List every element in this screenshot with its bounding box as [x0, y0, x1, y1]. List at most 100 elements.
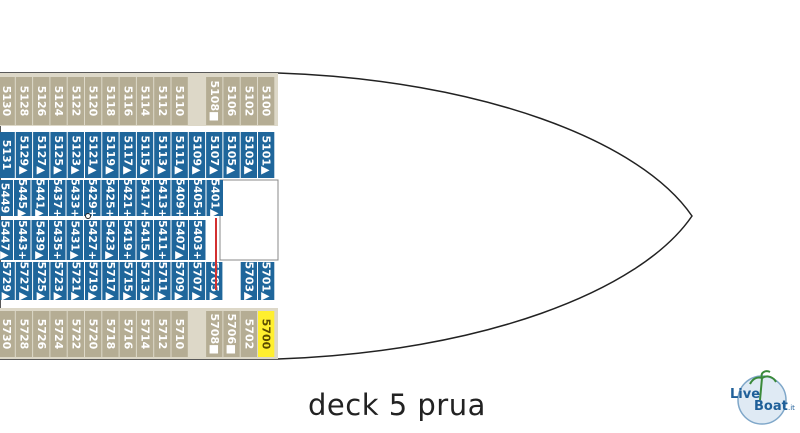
cabin-label: 5447▲ — [0, 220, 11, 260]
cabin-label: 5405+ — [191, 178, 204, 218]
cabin-5124 — [50, 77, 67, 125]
cabin-5405 — [189, 180, 206, 216]
cabin-label: 5415▲ — [138, 220, 151, 260]
cabin-label: 5121▲ — [87, 135, 100, 175]
cabin-5118 — [102, 77, 119, 125]
cabin-label: 5107▲ — [208, 135, 221, 175]
cabin-label: 5116 — [121, 86, 134, 117]
cabin-5445 — [14, 180, 31, 216]
cabin-label: 5421+ — [121, 178, 134, 218]
cabin-label: 5128 — [17, 86, 30, 117]
cabin-5715 — [119, 262, 136, 300]
cabin-5447 — [0, 220, 13, 260]
cabin-5724 — [50, 311, 67, 357]
cabin-5112 — [154, 77, 171, 125]
cabin-label: 5443+ — [16, 220, 29, 260]
cabin-label: 5703▲ — [242, 261, 255, 301]
cabin-5128 — [15, 77, 33, 125]
cabin-label: 5725▲ — [35, 261, 48, 301]
cabin-5119 — [102, 132, 119, 178]
cabin-label: 5105▲ — [225, 135, 238, 175]
cabin-5721 — [67, 262, 84, 300]
corridor-marker — [85, 213, 91, 219]
cabin-label: 5724 — [52, 319, 65, 350]
cabin-5123 — [67, 132, 84, 178]
cabin-5129 — [15, 132, 33, 178]
logo-suffix: .it — [788, 404, 795, 412]
cabin-5437 — [49, 180, 66, 216]
cabin-label: 5113▲ — [156, 135, 169, 175]
cabin-label: 5715▲ — [121, 261, 134, 301]
cabin-label: 5124 — [52, 86, 65, 117]
cabin-label: 5108■ — [208, 80, 221, 121]
cabin-5701 — [258, 262, 275, 300]
cabin-label: 5100 — [260, 86, 273, 117]
cabin-5728 — [15, 311, 33, 357]
cabin-5407 — [171, 220, 188, 260]
cabin-label: 5706■ — [225, 313, 238, 354]
cabin-label: 5429+ — [86, 178, 99, 218]
logo-word-2: Boat — [754, 399, 788, 414]
cabin-label: 5423▲ — [103, 220, 116, 260]
cabin-5401 — [206, 180, 223, 216]
cabin-label: 5120 — [87, 86, 100, 117]
cabin-5702 — [240, 311, 257, 357]
cabin-label: 5413+ — [156, 178, 169, 218]
cabin-label: 5718 — [104, 319, 117, 350]
cabin-5105 — [223, 132, 240, 178]
cabin-label: 5714 — [139, 319, 152, 350]
cabin-label: 5409+ — [173, 178, 186, 218]
cabin-5419 — [119, 220, 136, 260]
cabin-5421 — [119, 180, 136, 216]
cabin-5725 — [33, 262, 50, 300]
cabin-5409 — [171, 180, 188, 216]
cabin-label: 5709▲ — [173, 261, 186, 301]
cabin-5723 — [50, 262, 67, 300]
cabin-5413 — [154, 180, 171, 216]
cabin-label: 5110 — [173, 86, 186, 117]
cabin-5107 — [206, 132, 223, 178]
cabin-5127 — [33, 132, 50, 178]
cabin-label: 5449 — [0, 183, 11, 214]
cabin-5126 — [33, 77, 50, 125]
cabin-5131 — [0, 132, 15, 178]
cabin-label: 5437+ — [51, 178, 64, 218]
cabin-5706 — [223, 311, 240, 357]
cabin-5435 — [49, 220, 66, 260]
cabin-label: 5122 — [69, 86, 82, 117]
cabin-5101 — [258, 132, 275, 178]
cabin-label: 5433+ — [68, 178, 81, 218]
cabin-label: 5417+ — [138, 178, 151, 218]
cabin-label: 5126 — [35, 86, 48, 117]
cabin-label: 5102 — [242, 86, 255, 117]
cabin-label: 5439▲ — [33, 220, 46, 260]
cabin-label: 5431▲ — [68, 220, 81, 260]
cabin-label: 5112 — [156, 86, 169, 117]
cabin-label: 5716 — [121, 319, 134, 350]
cabin-label: 5101▲ — [260, 135, 273, 175]
cabin-5113 — [154, 132, 171, 178]
liveboat-logo: Live Boat .it — [730, 370, 795, 425]
cabin-label: 5407▲ — [173, 220, 186, 260]
cabin-label: 5119▲ — [104, 135, 117, 175]
cabin-label: 5109▲ — [190, 135, 203, 175]
cabin-5727 — [15, 262, 33, 300]
cabin-label: 5419+ — [121, 220, 134, 260]
logo-word-1: Live — [730, 387, 760, 402]
cabin-label: 5129▲ — [17, 135, 30, 175]
cabin-5122 — [67, 77, 84, 125]
cabin-5712 — [154, 311, 171, 357]
cabin-5121 — [85, 132, 102, 178]
cabin-5417 — [136, 180, 153, 216]
cabin-5411 — [154, 220, 171, 260]
cabin-label: 5127▲ — [35, 135, 48, 175]
cabin-label: 5705▲ — [208, 261, 221, 301]
stair-core — [219, 179, 279, 261]
cabin-label: 5130 — [0, 86, 13, 117]
cabin-label: 5730 — [0, 319, 13, 350]
cabin-5717 — [102, 262, 119, 300]
cabin-5449 — [0, 180, 13, 216]
cabin-5415 — [136, 220, 153, 260]
